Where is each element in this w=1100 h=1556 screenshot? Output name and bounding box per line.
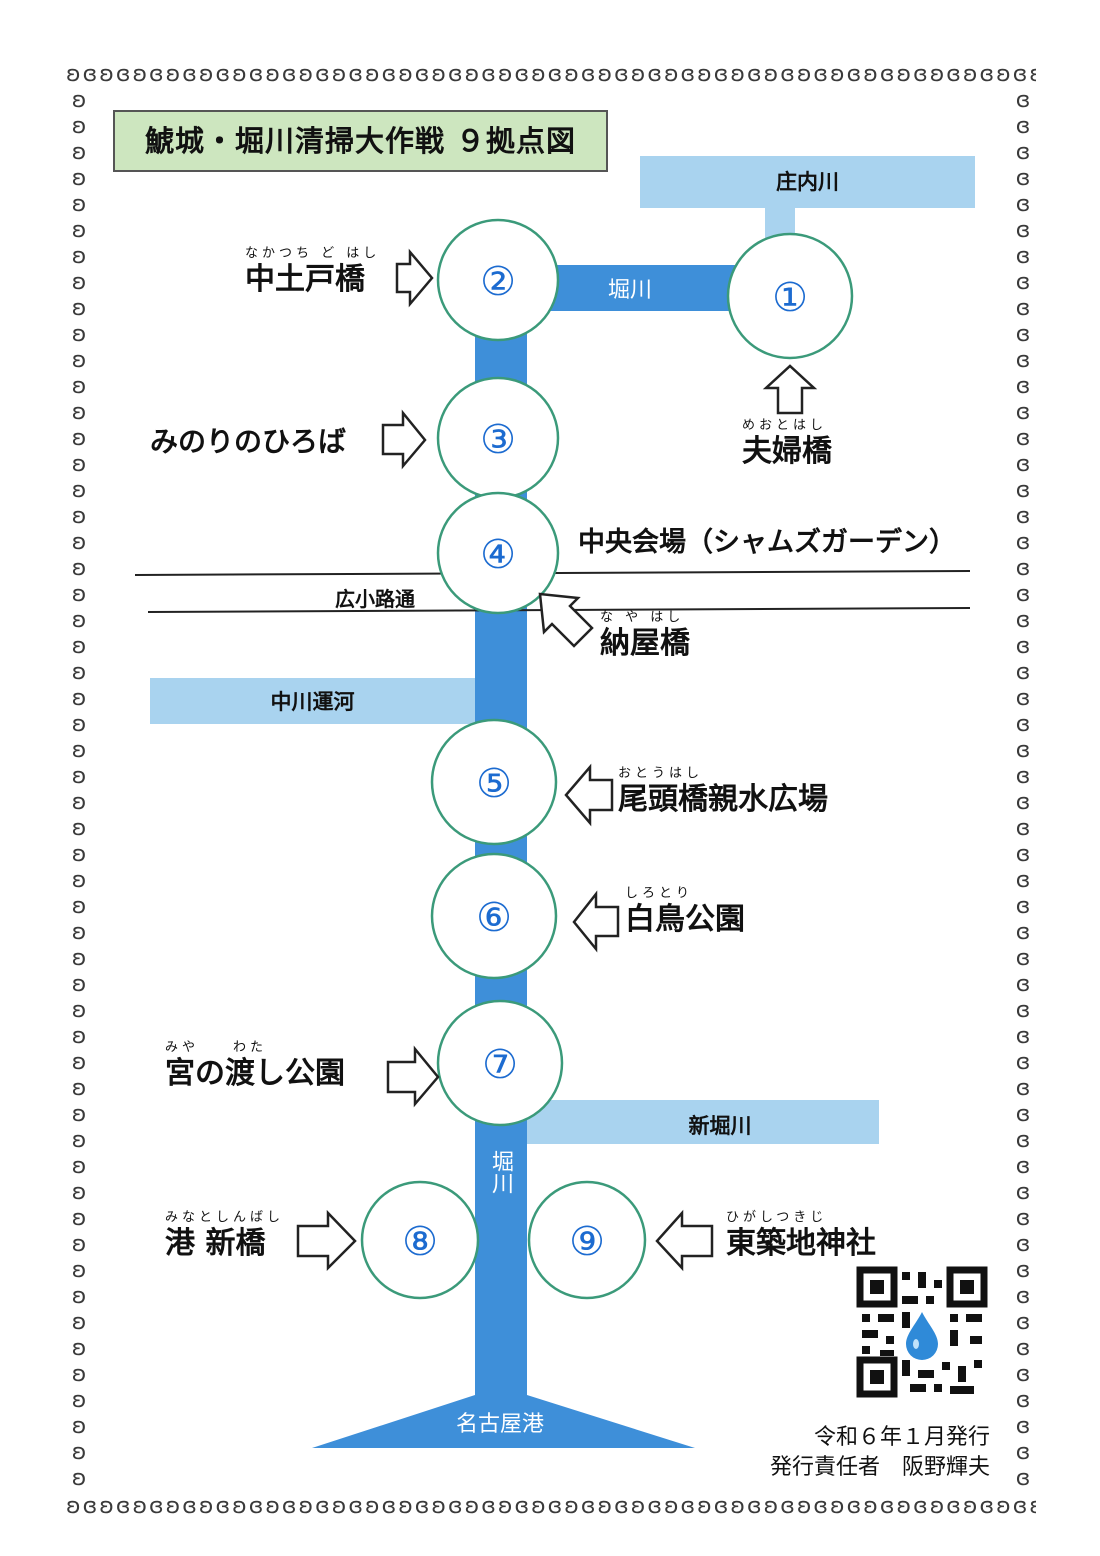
nakagawa-canal-label: 中川運河	[270, 690, 355, 714]
site-number-6: ⑥	[476, 895, 512, 941]
site-circle-7[interactable]	[436, 999, 564, 1127]
decorative-border-top: ʚɞʚɞʚɞʚɞʚɞʚɞʚɞʚɞʚɞʚɞʚɞʚɞʚɞʚɞʚɞʚɞʚɞʚɞʚɞʚɞ…	[66, 64, 1036, 87]
shonai-river-label: 庄内川	[776, 170, 839, 194]
site-circle-6[interactable]	[430, 852, 558, 980]
decorative-border-left: ʚ ʚ ʚ ʚ ʚ ʚ ʚ ʚ ʚ ʚ ʚ ʚ ʚ ʚ ʚ ʚ ʚ ʚ ʚ ʚ …	[71, 88, 87, 1491]
water-drop-icon	[906, 1312, 938, 1360]
arrow-left-icon	[655, 1209, 714, 1272]
horikawa-top-branch	[540, 265, 760, 311]
qr-code[interactable]	[856, 1266, 988, 1398]
site-number-7: ⑦	[482, 1042, 518, 1088]
nayabashi-label: な や はし 納屋橋	[600, 610, 690, 661]
issue-date: 令和６年１月発行	[813, 1425, 990, 1450]
site-label-6: しろとり 白鳥公園	[625, 886, 745, 937]
shonai-river	[640, 156, 975, 208]
hirokoji-street-label: 広小路通	[335, 587, 415, 611]
arrow-right-icon	[386, 1045, 440, 1108]
shinhorikawa-river	[527, 1100, 879, 1144]
arrow-right-icon	[296, 1209, 357, 1272]
site-label-7: みや わた 宮の渡し公園	[165, 1040, 345, 1091]
arrow-up-icon	[762, 364, 818, 415]
decorative-border-bottom: ʚɞʚɞʚɞʚɞʚɞʚɞʚɞʚɞʚɞʚɞʚɞʚɞʚɞʚɞʚɞʚɞʚɞʚɞʚɞʚɞ…	[66, 1496, 1036, 1519]
arrow-left-icon	[572, 890, 620, 953]
site-number-2: ②	[480, 259, 516, 305]
site-circle-4[interactable]	[436, 491, 560, 615]
site-circles	[360, 218, 854, 1300]
footer: 令和６年１月発行 発行責任者 阪野輝夫	[740, 1423, 990, 1483]
arrow-diagonal-icon	[538, 592, 594, 648]
nagoya-port	[312, 1395, 695, 1448]
site-circle-8[interactable]	[360, 1180, 480, 1300]
site-label-3: みのりのひろば	[150, 425, 347, 458]
page-title: 鯱城・堀川清掃大作戦 ９拠点図	[113, 110, 608, 172]
site-label-5: おとうはし 尾頭橋親水広場	[618, 766, 828, 817]
site-number-9: ⑨	[569, 1219, 605, 1265]
arrow-right-icon	[395, 248, 434, 308]
site-circle-1[interactable]	[726, 232, 854, 360]
horikawa-top-label: 堀川	[607, 278, 652, 303]
site-number-5: ⑤	[476, 761, 512, 807]
nakagawa-canal	[150, 678, 475, 724]
site-circle-5[interactable]	[430, 718, 558, 846]
site-label-2: なかつち ど はし 中土戸橋	[245, 246, 381, 297]
site-label-8: みなとしんばし 港 新橋	[165, 1210, 285, 1261]
site-circle-2[interactable]	[436, 218, 560, 342]
shinhorikawa-label: 新堀川	[688, 1114, 752, 1138]
site-number-1: ①	[772, 275, 808, 321]
horikawa-vertical-label: 堀川	[488, 1150, 513, 1194]
decorative-border-right: ɞ ɞ ɞ ɞ ɞ ɞ ɞ ɞ ɞ ɞ ɞ ɞ ɞ ɞ ɞ ɞ ɞ ɞ ɞ ɞ …	[1015, 88, 1031, 1491]
site-circle-9[interactable]	[527, 1180, 647, 1300]
site-number-3: ③	[480, 417, 516, 463]
nagoya-port-label: 名古屋港	[455, 1412, 544, 1437]
site-label-9: ひがしつきじ 東築地神社	[726, 1210, 876, 1261]
site-label-1: めおとはし 夫婦橋	[742, 418, 832, 469]
site-number-4: ④	[480, 532, 516, 578]
site-label-4: 中央会場（シャムズガーデン）	[578, 527, 956, 558]
site-number-8: ⑧	[402, 1219, 438, 1265]
publisher: 発行責任者 阪野輝夫	[769, 1455, 990, 1480]
arrow-left-icon	[564, 763, 614, 827]
arrow-right-icon	[381, 409, 427, 470]
